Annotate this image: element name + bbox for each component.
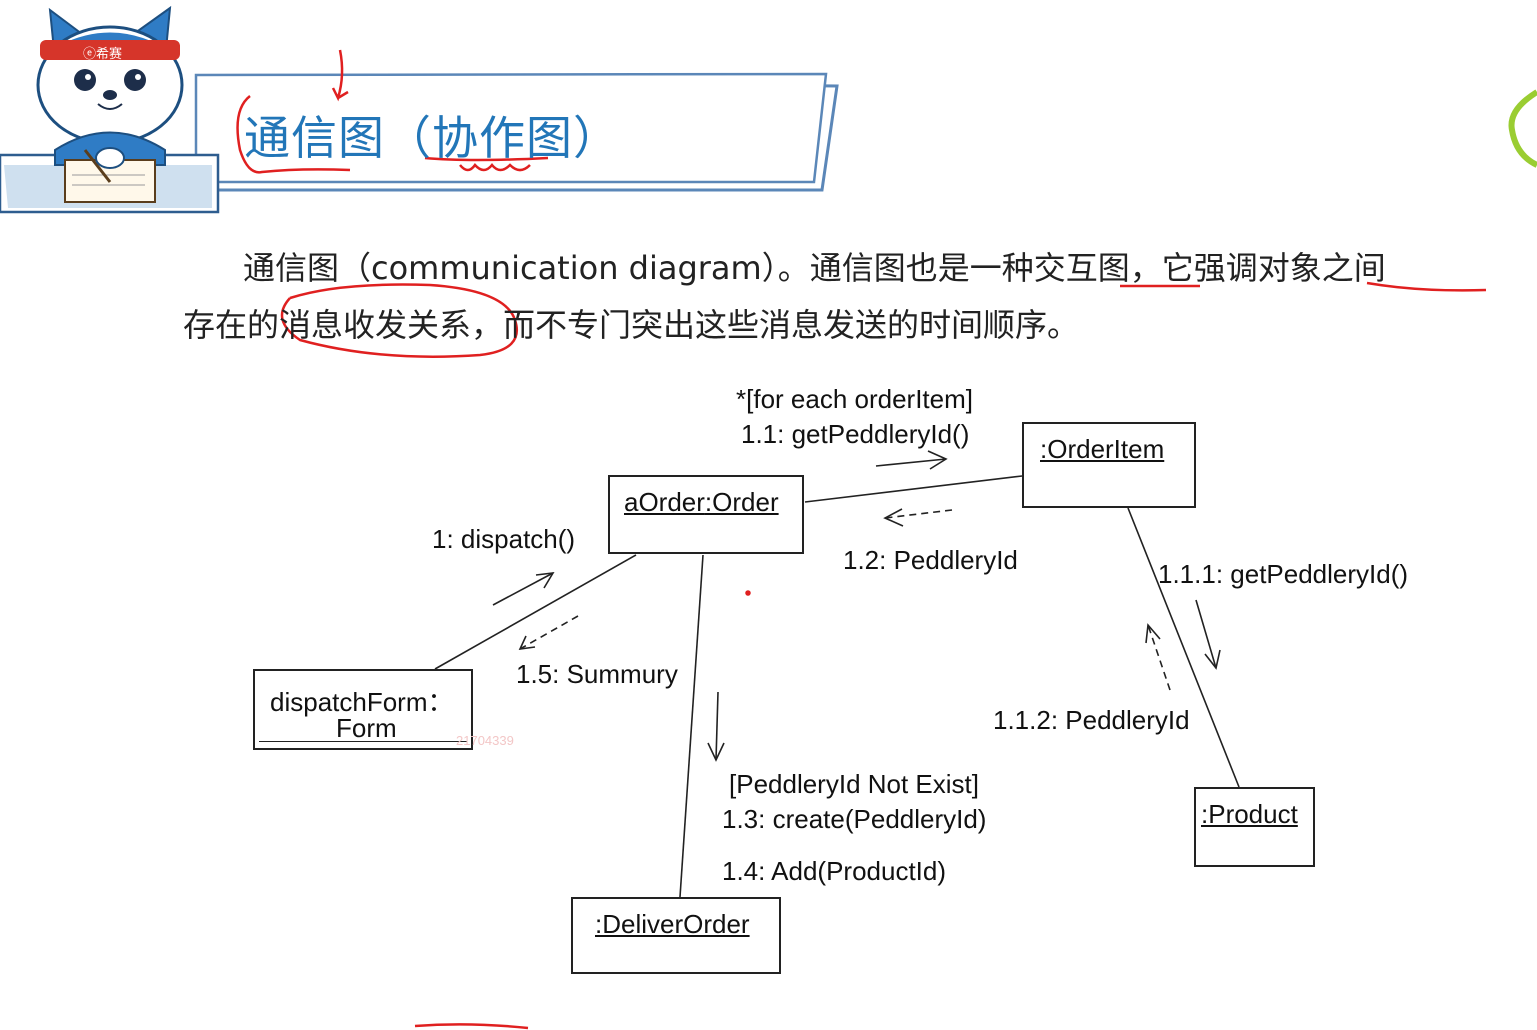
side-circle-decoration <box>1508 89 1537 168</box>
paragraph-line-2: 存在的消息收发关系，而不专门突出这些消息发送的时间顺序。 <box>183 306 1080 344</box>
object-name-deliverorder: :DeliverOrder <box>595 909 750 939</box>
object-box-dispatchform: dispatchForm： Form <box>253 669 473 750</box>
guard-for-each-label: *[for each orderItem] <box>736 384 973 414</box>
object-box-deliverorder: :DeliverOrder <box>571 897 781 974</box>
object-box-orderitem: :OrderItem <box>1022 422 1196 508</box>
message-1-1-2-label: 1.1.2: PeddleryId <box>993 705 1190 735</box>
message-1-1-1-label: 1.1.1: getPeddleryId() <box>1158 559 1409 589</box>
message-1-2-label: 1.2: PeddleryId <box>843 545 1018 575</box>
watermark: 21704339 <box>456 733 514 748</box>
object-name-dispatchform-line2: Form <box>336 713 397 743</box>
paragraph-line-1: 通信图（communication diagram）。通信图也是一种交互图，它强… <box>243 249 1386 287</box>
object-name-order: aOrder:Order <box>624 487 779 517</box>
object-name-dispatchform-line1: dispatchForm： <box>270 687 454 717</box>
object-name-orderitem: :OrderItem <box>1040 434 1165 464</box>
message-1-label: 1: dispatch() <box>432 524 576 554</box>
diagram-links <box>434 475 1240 898</box>
mascot-cat-icon <box>36 5 184 203</box>
brand-badge: ⓔ希赛 <box>83 47 123 62</box>
message-1-5-label: 1.5: Summury <box>516 659 678 689</box>
message-1-3-label: 1.3: create(PeddleryId) <box>722 804 987 834</box>
guard-not-exist-label: [PeddleryId Not Exist] <box>729 769 979 799</box>
object-box-order: aOrder:Order <box>608 475 804 554</box>
object-box-product: :Product <box>1194 787 1315 867</box>
object-name-underline <box>259 741 467 742</box>
message-1-4-label: 1.4: Add(ProductId) <box>722 856 947 886</box>
red-annotations <box>236 49 1487 1030</box>
object-name-product: :Product <box>1201 799 1298 829</box>
message-arrows <box>492 450 1221 762</box>
page-title: 通信图（协作图） <box>244 111 620 165</box>
message-1-1-label: 1.1: getPeddleryId() <box>741 419 970 449</box>
